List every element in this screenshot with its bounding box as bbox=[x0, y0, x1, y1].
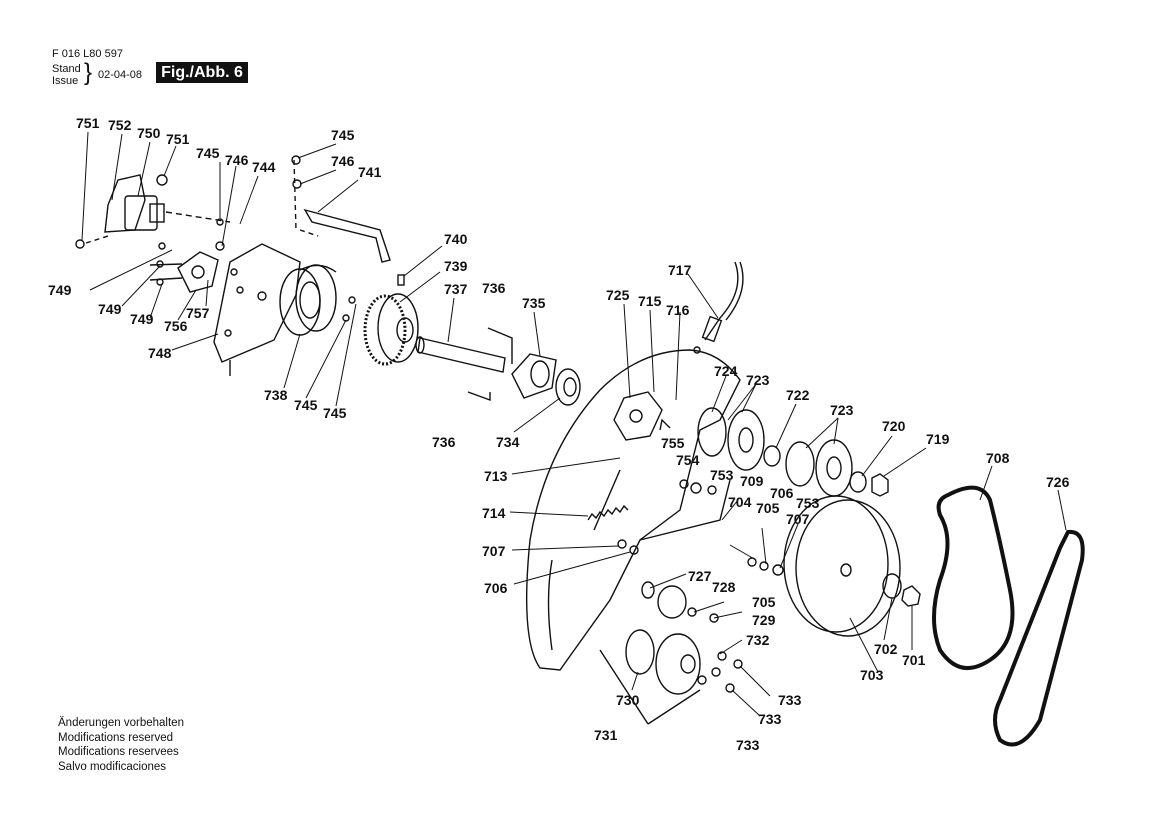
part-label: 709 bbox=[740, 473, 764, 489]
gear bbox=[363, 274, 419, 366]
part-label: 716 bbox=[666, 302, 690, 318]
modification-notes: Änderungen vorbehalten Modifications res… bbox=[58, 716, 184, 774]
part-label: 705 bbox=[752, 594, 776, 610]
note-german: Änderungen vorbehalten bbox=[58, 717, 184, 729]
part-label: 733 bbox=[758, 711, 782, 727]
part-label: 738 bbox=[264, 387, 288, 403]
part-label: 724 bbox=[714, 363, 738, 379]
part-label: 753 bbox=[710, 467, 734, 483]
part-label: 750 bbox=[137, 125, 161, 141]
part-label: 754 bbox=[676, 452, 700, 468]
part-label: 701 bbox=[902, 652, 926, 668]
mounting-plate bbox=[213, 243, 301, 376]
part-label: 706 bbox=[770, 485, 794, 501]
part-label: 739 bbox=[444, 258, 468, 274]
part-label: 745 bbox=[331, 127, 355, 143]
part-label: 731 bbox=[594, 727, 618, 743]
part-label: 756 bbox=[164, 318, 188, 334]
note-english: Modifications reserved bbox=[58, 731, 174, 744]
figure-label: Fig./Abb. 6 bbox=[156, 62, 248, 83]
part-label: 732 bbox=[746, 632, 770, 648]
part-label: 729 bbox=[752, 612, 776, 628]
part-label: 708 bbox=[986, 450, 1010, 466]
part-label: 702 bbox=[874, 641, 898, 657]
doc-number: F 016 L80 597 bbox=[52, 48, 123, 60]
part-label: 749 bbox=[48, 282, 72, 298]
part-label: 703 bbox=[860, 667, 884, 683]
part-label: 752 bbox=[108, 117, 132, 133]
part-label: 745 bbox=[196, 145, 220, 161]
main-pulley bbox=[783, 495, 921, 637]
part-label: 726 bbox=[1046, 474, 1070, 490]
part-label: 713 bbox=[484, 468, 508, 484]
part-label: 746 bbox=[331, 153, 355, 169]
part-label: 751 bbox=[166, 131, 190, 147]
part-label: 753 bbox=[796, 495, 820, 511]
housing bbox=[525, 349, 741, 671]
part-label: 707 bbox=[786, 511, 810, 527]
flange bbox=[149, 242, 219, 293]
part-label: 704 bbox=[728, 494, 752, 510]
part-label: 730 bbox=[616, 692, 640, 708]
toothed-pulley bbox=[279, 264, 337, 336]
motor-assembly bbox=[75, 174, 231, 249]
issue-label: Issue bbox=[52, 75, 79, 87]
part-label: 723 bbox=[746, 372, 770, 388]
cable bbox=[693, 261, 744, 354]
part-label: 723 bbox=[830, 402, 854, 418]
part-label: 751 bbox=[76, 115, 100, 131]
part-label: 741 bbox=[358, 164, 382, 180]
part-label: 736 bbox=[432, 434, 456, 450]
part-label: 749 bbox=[130, 311, 154, 327]
part-label: 707 bbox=[482, 543, 506, 559]
lever-assembly bbox=[613, 391, 671, 441]
part-label: 733 bbox=[778, 692, 802, 708]
part-label: 746 bbox=[225, 152, 249, 168]
part-label: 744 bbox=[252, 159, 276, 175]
bearing-housing bbox=[467, 327, 581, 406]
part-label: 705 bbox=[756, 500, 780, 516]
part-label: 720 bbox=[882, 418, 906, 434]
part-label: 755 bbox=[661, 435, 685, 451]
note-spanish: Salvo modificaciones bbox=[58, 760, 167, 773]
part-label: 727 bbox=[688, 568, 712, 584]
part-label: 757 bbox=[186, 305, 210, 321]
part-label: 725 bbox=[606, 287, 630, 303]
part-label: 706 bbox=[484, 580, 508, 596]
part-label: 719 bbox=[926, 431, 950, 447]
part-label: 715 bbox=[638, 293, 662, 309]
part-label: 734 bbox=[496, 434, 520, 450]
part-label: 745 bbox=[323, 405, 347, 421]
shaft bbox=[415, 336, 506, 373]
part-label: 749 bbox=[98, 301, 122, 317]
brace: } bbox=[84, 59, 93, 86]
part-label: 733 bbox=[736, 737, 760, 753]
part-label: 748 bbox=[148, 345, 172, 361]
leader-lines bbox=[81, 131, 1067, 717]
part-label: 717 bbox=[668, 262, 692, 278]
v-belts bbox=[932, 485, 1085, 747]
part-label: 740 bbox=[444, 231, 468, 247]
part-label: 736 bbox=[482, 280, 506, 296]
part-label: 745 bbox=[294, 397, 318, 413]
part-label: 735 bbox=[522, 295, 546, 311]
issue-date: 02-04-08 bbox=[98, 69, 143, 81]
part-label: 714 bbox=[482, 505, 506, 521]
part-label: 722 bbox=[786, 387, 810, 403]
lower-pulleys bbox=[599, 581, 701, 725]
part-label: 728 bbox=[712, 579, 736, 595]
part-label: 737 bbox=[444, 281, 468, 297]
stand-label: Stand bbox=[52, 63, 81, 75]
spring bbox=[587, 469, 629, 531]
note-french: Modifications reservees bbox=[58, 746, 179, 758]
